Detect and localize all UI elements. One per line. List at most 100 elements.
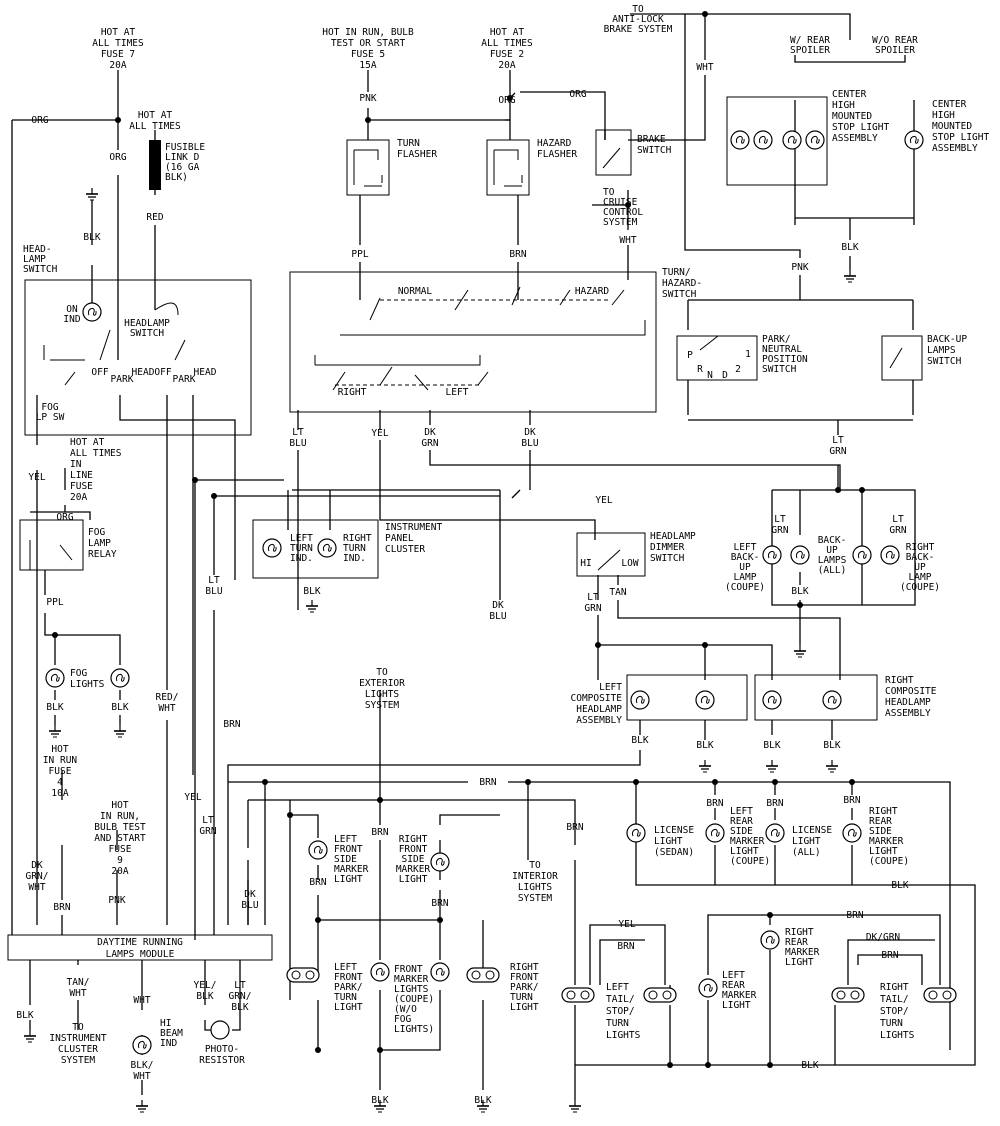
blk-label: BLK: [801, 1060, 818, 1071]
fuse4-label: FUSE: [49, 766, 72, 777]
right-turn-ind-label: RIGHT: [343, 533, 372, 544]
left-rear-marker-label: LEFT: [722, 970, 745, 981]
left-tail-label: LIGHTS: [606, 1030, 641, 1041]
tan-wht-wire-label: TAN/: [67, 977, 90, 988]
org-label: ORG: [569, 89, 586, 100]
left-backup-label: BACK-: [731, 552, 760, 563]
front-marker-label: FOG: [394, 1014, 411, 1025]
right-turn-ind-label: IND.: [343, 553, 366, 564]
fuse5-label: FUSE 5: [351, 49, 385, 60]
fuse2-label: FUSE 2: [490, 49, 524, 60]
chmsl-b-label: STOP LIGHT: [932, 132, 989, 143]
dk-blu-wire-label: DK: [244, 889, 256, 900]
lo-beam-left-icon: [695, 690, 715, 710]
fuse5-label: HOT IN RUN, BULB: [322, 27, 414, 38]
turn-hazard-label: TURN/: [662, 267, 691, 278]
backup-all-label: BACK-: [818, 535, 847, 546]
fuse2-label: ALL TIMES: [481, 38, 533, 49]
left-backup-label: LAMP: [734, 572, 757, 583]
left-front-park-label: LEFT: [334, 962, 357, 973]
abs-label: BRAKE SYSTEM: [604, 24, 673, 35]
low-label: LOW: [621, 558, 638, 569]
wht-label: WHT: [133, 995, 150, 1006]
dk-grn-wire-label: GRN: [421, 438, 438, 449]
chmsl-b-label: CENTER: [932, 99, 967, 110]
left-rear-side-label: SIDE: [730, 826, 753, 837]
right-front-park-label: TURN: [510, 992, 533, 1003]
left-backup-label: LEFT: [734, 542, 757, 553]
turn-hazard-label: SWITCH: [662, 289, 697, 300]
left-front-side-marker-icon: [308, 840, 328, 860]
to-interior-label: INTERIOR: [512, 871, 558, 882]
license-sedan-label: LICENSE: [654, 825, 694, 836]
fuse9-label: FUSE: [109, 844, 132, 855]
fuse9-label: 20A: [111, 866, 128, 877]
right-rear-side-marker-icon: [842, 823, 862, 843]
wht-label: WHT: [619, 235, 636, 246]
right-backup-label: LAMP: [909, 572, 932, 583]
left-front-side-label: MARKER: [334, 864, 369, 875]
drl-label: DAYTIME RUNNING: [97, 937, 183, 948]
brn-label: BRN: [371, 827, 388, 838]
left-rear-marker-icon: [698, 978, 718, 998]
right-composite-label: RIGHT: [885, 675, 914, 686]
left-composite-label: LEFT: [599, 682, 622, 693]
left-front-park-label: FRONT: [334, 972, 363, 983]
yel-label: YEL: [184, 792, 201, 803]
front-marker-icon: [430, 962, 450, 982]
right-composite-label: ASSEMBLY: [885, 708, 931, 719]
license-all-label: (ALL): [792, 847, 821, 858]
right-composite-label: COMPOSITE: [885, 686, 937, 697]
turn-flasher-label: FLASHER: [397, 149, 437, 160]
dk-grn-slash-label: DK/GRN: [866, 932, 901, 943]
fuse7-label: HOT AT: [101, 27, 136, 38]
fuse5-label: TEST OR START: [331, 38, 406, 49]
hi-beam-ind-icon: [132, 1035, 152, 1055]
brn-label: BRN: [843, 795, 860, 806]
brn-label: BRN: [846, 910, 863, 921]
right-front-park-icon: [466, 967, 500, 983]
blk-label: BLK: [841, 242, 858, 253]
ppl-label: PPL: [46, 597, 63, 608]
sw-head-label: HEAD: [194, 367, 217, 378]
right-front-side-label: RIGHT: [399, 834, 428, 845]
pnk-label: PNK: [791, 262, 808, 273]
dk-grn-wht-wire-label: DK: [31, 860, 43, 871]
to-cluster-label: SYSTEM: [61, 1055, 96, 1066]
blk-label: BLK: [631, 735, 648, 746]
backup-all-label: (ALL): [818, 565, 847, 576]
prndl-letter: 1: [745, 349, 751, 360]
fusible-link-label: FUSIBLE: [165, 142, 205, 153]
dk-grn-wht-wire-label: GRN/: [26, 871, 49, 882]
right-tail-icon: [831, 987, 865, 1003]
dk-blu-wire-label: DK: [524, 427, 536, 438]
right-tail-icon: [923, 987, 957, 1003]
sw-head-label: HEAD: [132, 367, 155, 378]
dk-grn-wht-wire-label: WHT: [28, 882, 45, 893]
fog-relay-label: FOG: [88, 527, 105, 538]
hazard-flasher-label: HAZARD: [537, 138, 572, 149]
yel-blk-wire-label: YEL/: [194, 980, 217, 991]
right-rear-side-label: SIDE: [869, 826, 892, 837]
on-ind-label: IND: [63, 314, 80, 325]
right-front-park-label: LIGHT: [510, 1002, 539, 1013]
lt-blu-wire-label: LT: [292, 427, 304, 438]
right-tail-label: STOP/: [880, 1006, 909, 1017]
fog-light-left-icon: [45, 668, 65, 688]
fusible-label: HOT AT: [138, 110, 173, 121]
dimmer-label: SWITCH: [650, 553, 685, 564]
yel-label: YEL: [28, 472, 45, 483]
fuse9-label: HOT: [111, 800, 128, 811]
brn-label: BRN: [431, 898, 448, 909]
fuse-inline-label: HOT AT: [70, 437, 105, 448]
fuse7-label: 20A: [109, 60, 126, 71]
right-front-park-label: PARK/: [510, 982, 539, 993]
right-backup-icon: [880, 545, 900, 565]
front-marker-label: MARKER: [394, 974, 429, 985]
lo-beam-right-icon: [822, 690, 842, 710]
sw-off-label: OFF: [154, 367, 171, 378]
hi-beam-left-icon: [630, 690, 650, 710]
dashed-links: [335, 218, 796, 386]
lt-grn-wire-label: GRN: [584, 603, 601, 614]
